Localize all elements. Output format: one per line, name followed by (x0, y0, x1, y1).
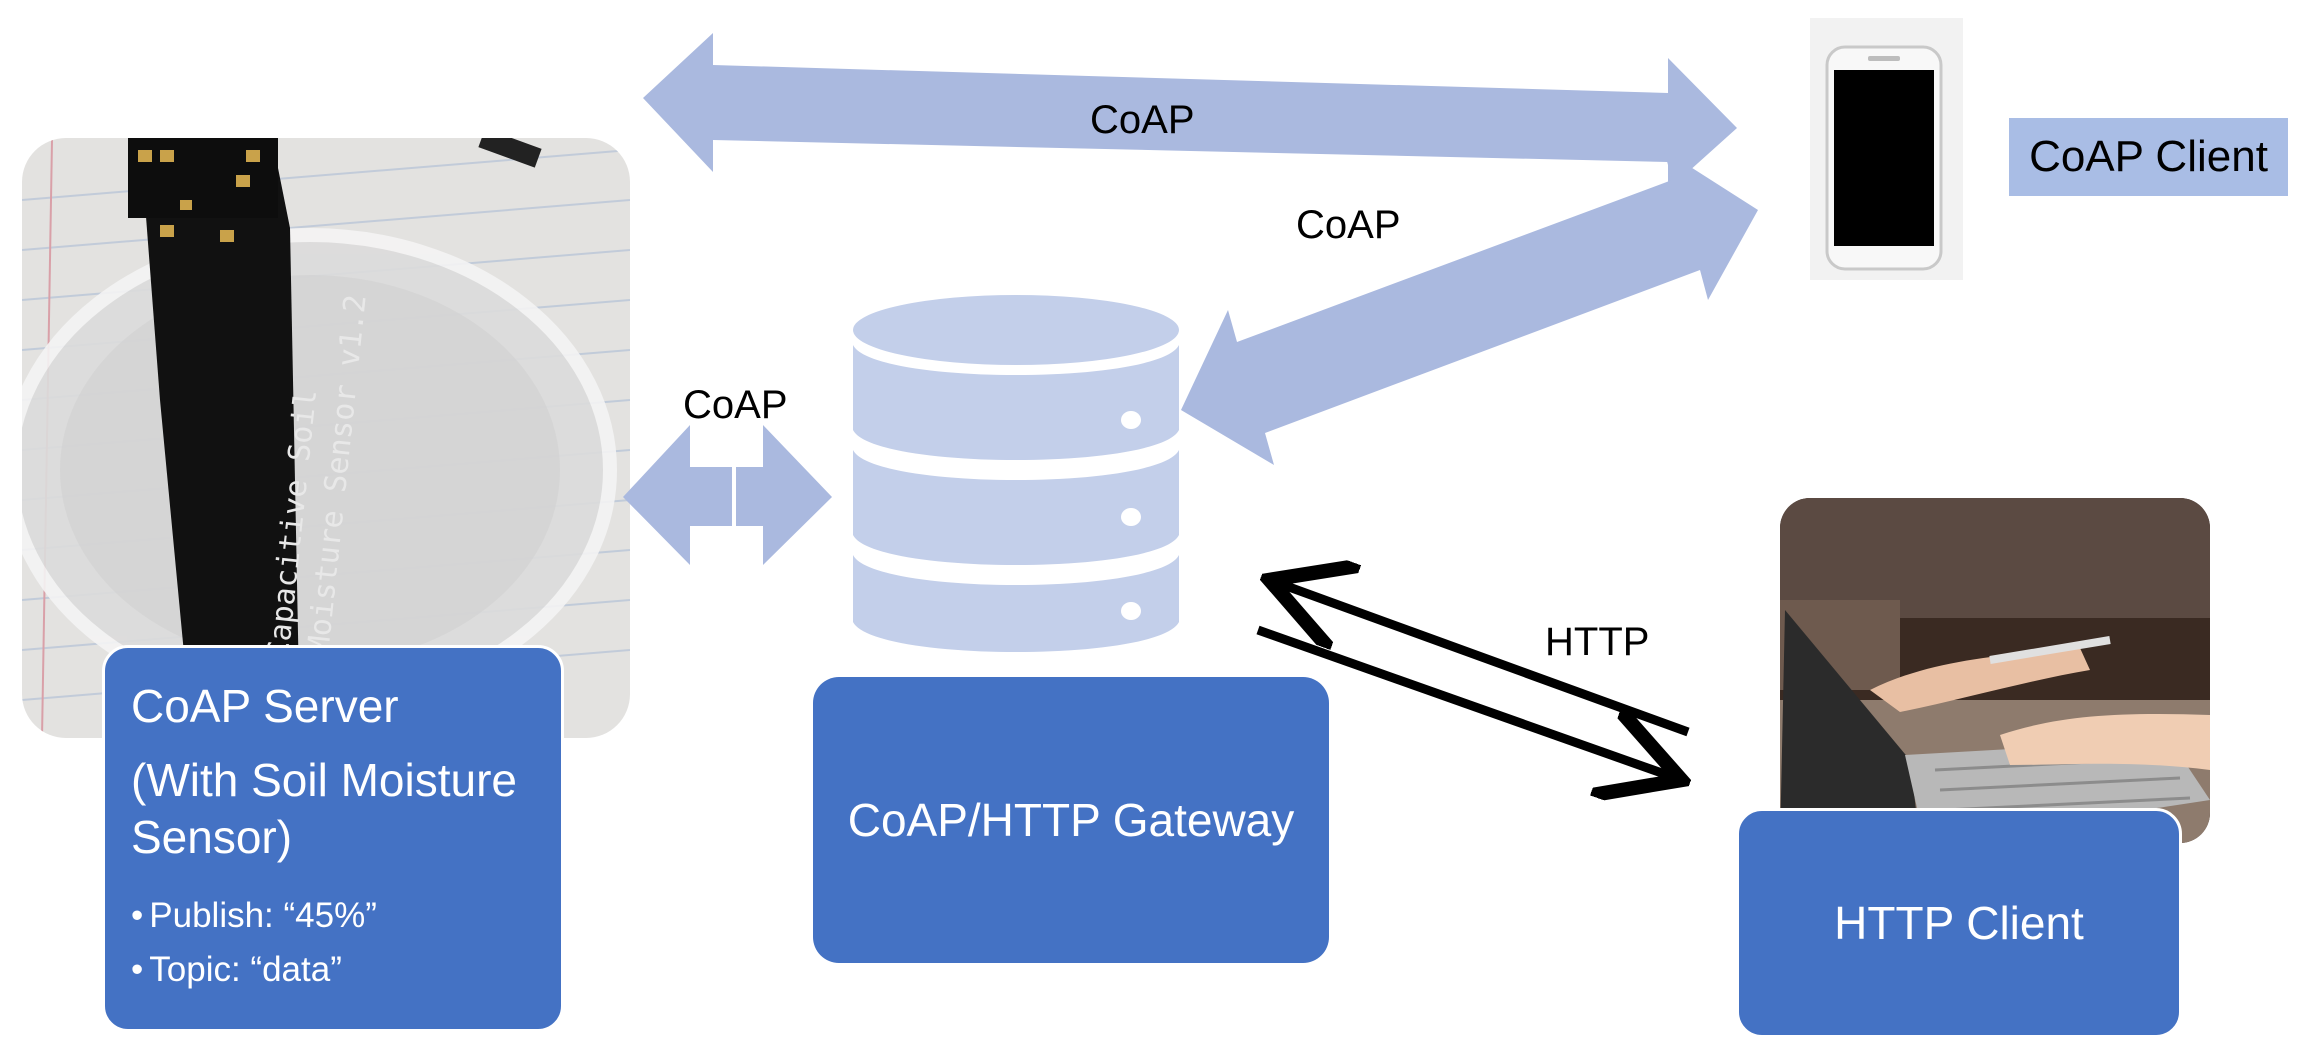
coap-label-server-gateway: CoAP (683, 383, 788, 427)
gateway-label: CoAP/HTTP Gateway (847, 794, 1295, 846)
publish-bullet: Publish: “45%” (131, 889, 535, 943)
coap-server-title: CoAP Server (131, 680, 399, 732)
topic-bullet: Topic: “data” (131, 943, 535, 997)
coap-server-bullets: Publish: “45%” Topic: “data” (131, 889, 535, 998)
http-arrow-gateway-client (1258, 583, 1688, 777)
coap-client-label: CoAP Client (2009, 118, 2288, 196)
database-icon (853, 295, 1179, 652)
coap-arrow-gateway-client (1181, 150, 1758, 465)
coap-server-subtitle: (With Soil Moisture Sensor) (131, 753, 517, 864)
coap-server-box: CoAP Server (With Soil Moisture Sensor) … (102, 645, 564, 1032)
coap-arrow-server-gateway (623, 425, 832, 565)
laptop-typing-photo (1780, 498, 2210, 843)
coap-http-gateway-box: CoAP/HTTP Gateway (813, 677, 1329, 963)
http-label: HTTP (1545, 620, 1650, 664)
http-client-label: HTTP Client (1834, 897, 2084, 949)
coap-arrow-server-client (643, 33, 1737, 190)
smartphone-icon (1810, 18, 1963, 280)
coap-label-server-client: CoAP (1090, 98, 1195, 142)
http-client-box: HTTP Client (1736, 808, 2182, 1038)
coap-label-gateway-client: CoAP (1296, 203, 1401, 247)
